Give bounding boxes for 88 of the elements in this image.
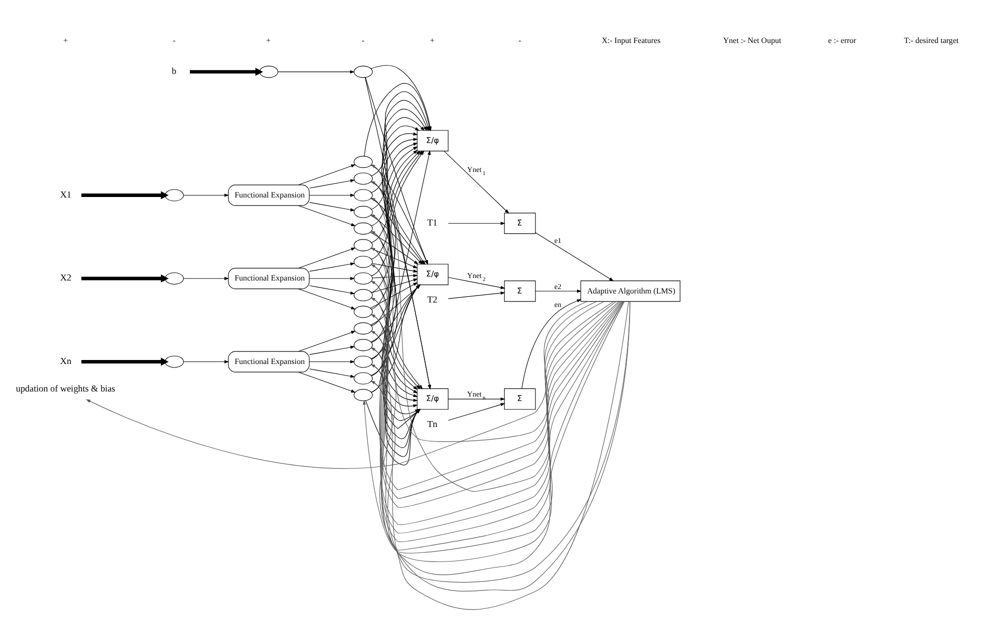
node-box: Functional Expansion bbox=[228, 350, 310, 372]
arrow bbox=[371, 262, 418, 272]
arrow bbox=[308, 368, 355, 378]
node-text: Tn bbox=[426, 418, 437, 429]
node-text: X2 bbox=[60, 272, 71, 282]
node-ellipse bbox=[353, 388, 372, 401]
label: - bbox=[361, 35, 364, 44]
node-ellipse bbox=[258, 65, 278, 78]
arrow bbox=[370, 282, 418, 308]
arrow bbox=[298, 204, 356, 226]
node-ellipse bbox=[353, 288, 372, 301]
arrow bbox=[298, 288, 356, 309]
node-ellipse bbox=[353, 205, 372, 218]
node-ellipse bbox=[353, 322, 372, 334]
arrow bbox=[370, 278, 418, 293]
node-ellipse bbox=[353, 65, 372, 78]
label: + bbox=[266, 35, 270, 44]
arrow bbox=[534, 289, 582, 292]
node-text: updation of weights & bias bbox=[15, 382, 115, 393]
node-box: Functional Expansion bbox=[228, 184, 310, 206]
arrow bbox=[370, 231, 418, 264]
arrow bbox=[80, 190, 168, 199]
node-ellipse bbox=[353, 222, 372, 234]
label: - bbox=[172, 35, 176, 44]
arrow bbox=[447, 402, 505, 420]
arrow bbox=[308, 360, 354, 363]
node-ellipse bbox=[353, 355, 372, 368]
arrow bbox=[308, 345, 355, 354]
node-ellipse bbox=[353, 238, 372, 251]
label: Ynet :- Net Ouput bbox=[722, 35, 781, 44]
node-ellipse bbox=[353, 155, 372, 168]
node-text: b bbox=[171, 66, 176, 76]
arrow bbox=[189, 67, 263, 76]
node-ellipse bbox=[353, 372, 372, 384]
node-ellipse bbox=[353, 305, 372, 318]
arrow bbox=[370, 132, 418, 260]
node-ellipse bbox=[353, 338, 372, 351]
arrow bbox=[447, 276, 505, 289]
label: + bbox=[430, 35, 434, 44]
arrow bbox=[534, 232, 614, 281]
node-ellipse bbox=[164, 188, 184, 201]
node-box: Functional Expansion bbox=[228, 267, 310, 289]
arrow bbox=[80, 274, 168, 282]
node-ellipse bbox=[353, 272, 372, 284]
arrow bbox=[308, 178, 355, 188]
arrow bbox=[80, 357, 168, 366]
arrow bbox=[277, 70, 354, 73]
arrow bbox=[298, 330, 356, 352]
arrow bbox=[308, 276, 354, 280]
arrow bbox=[370, 180, 597, 442]
node-text: X1 bbox=[60, 188, 71, 199]
arrow bbox=[308, 262, 355, 272]
arrow bbox=[372, 273, 418, 278]
node-text: Xn bbox=[60, 355, 71, 366]
arrow bbox=[370, 164, 618, 492]
arrow bbox=[298, 164, 356, 185]
arrow bbox=[447, 221, 505, 224]
arrow bbox=[370, 280, 418, 407]
arrow bbox=[520, 298, 582, 388]
arrow bbox=[447, 291, 505, 298]
arrow bbox=[298, 247, 356, 268]
node-ellipse bbox=[353, 188, 372, 201]
arrow bbox=[182, 276, 228, 280]
arrow bbox=[370, 248, 418, 268]
arrow bbox=[182, 360, 228, 363]
arrow bbox=[182, 193, 228, 196]
arrow bbox=[308, 202, 355, 211]
label: X:- Input Features bbox=[601, 35, 660, 44]
label: e :- error bbox=[828, 35, 856, 44]
arrow bbox=[447, 396, 505, 400]
label: T:- desired target bbox=[903, 35, 958, 44]
node-text: T1 bbox=[426, 217, 437, 228]
arrow bbox=[443, 150, 509, 214]
arrow bbox=[85, 300, 588, 468]
arrow bbox=[308, 193, 354, 196]
node-box: Adaptive Algorithm (LMS) bbox=[580, 280, 680, 302]
node-text: T2 bbox=[426, 294, 437, 304]
node-ellipse bbox=[353, 172, 372, 184]
node-ellipse bbox=[164, 272, 184, 284]
arrow bbox=[308, 284, 355, 294]
arrow bbox=[370, 125, 420, 242]
label: - bbox=[518, 35, 521, 44]
node-ellipse bbox=[164, 355, 184, 368]
arrow bbox=[298, 371, 356, 392]
node-ellipse bbox=[353, 255, 372, 268]
label: + bbox=[62, 35, 68, 44]
arrow bbox=[370, 108, 427, 210]
arrow bbox=[370, 214, 422, 264]
